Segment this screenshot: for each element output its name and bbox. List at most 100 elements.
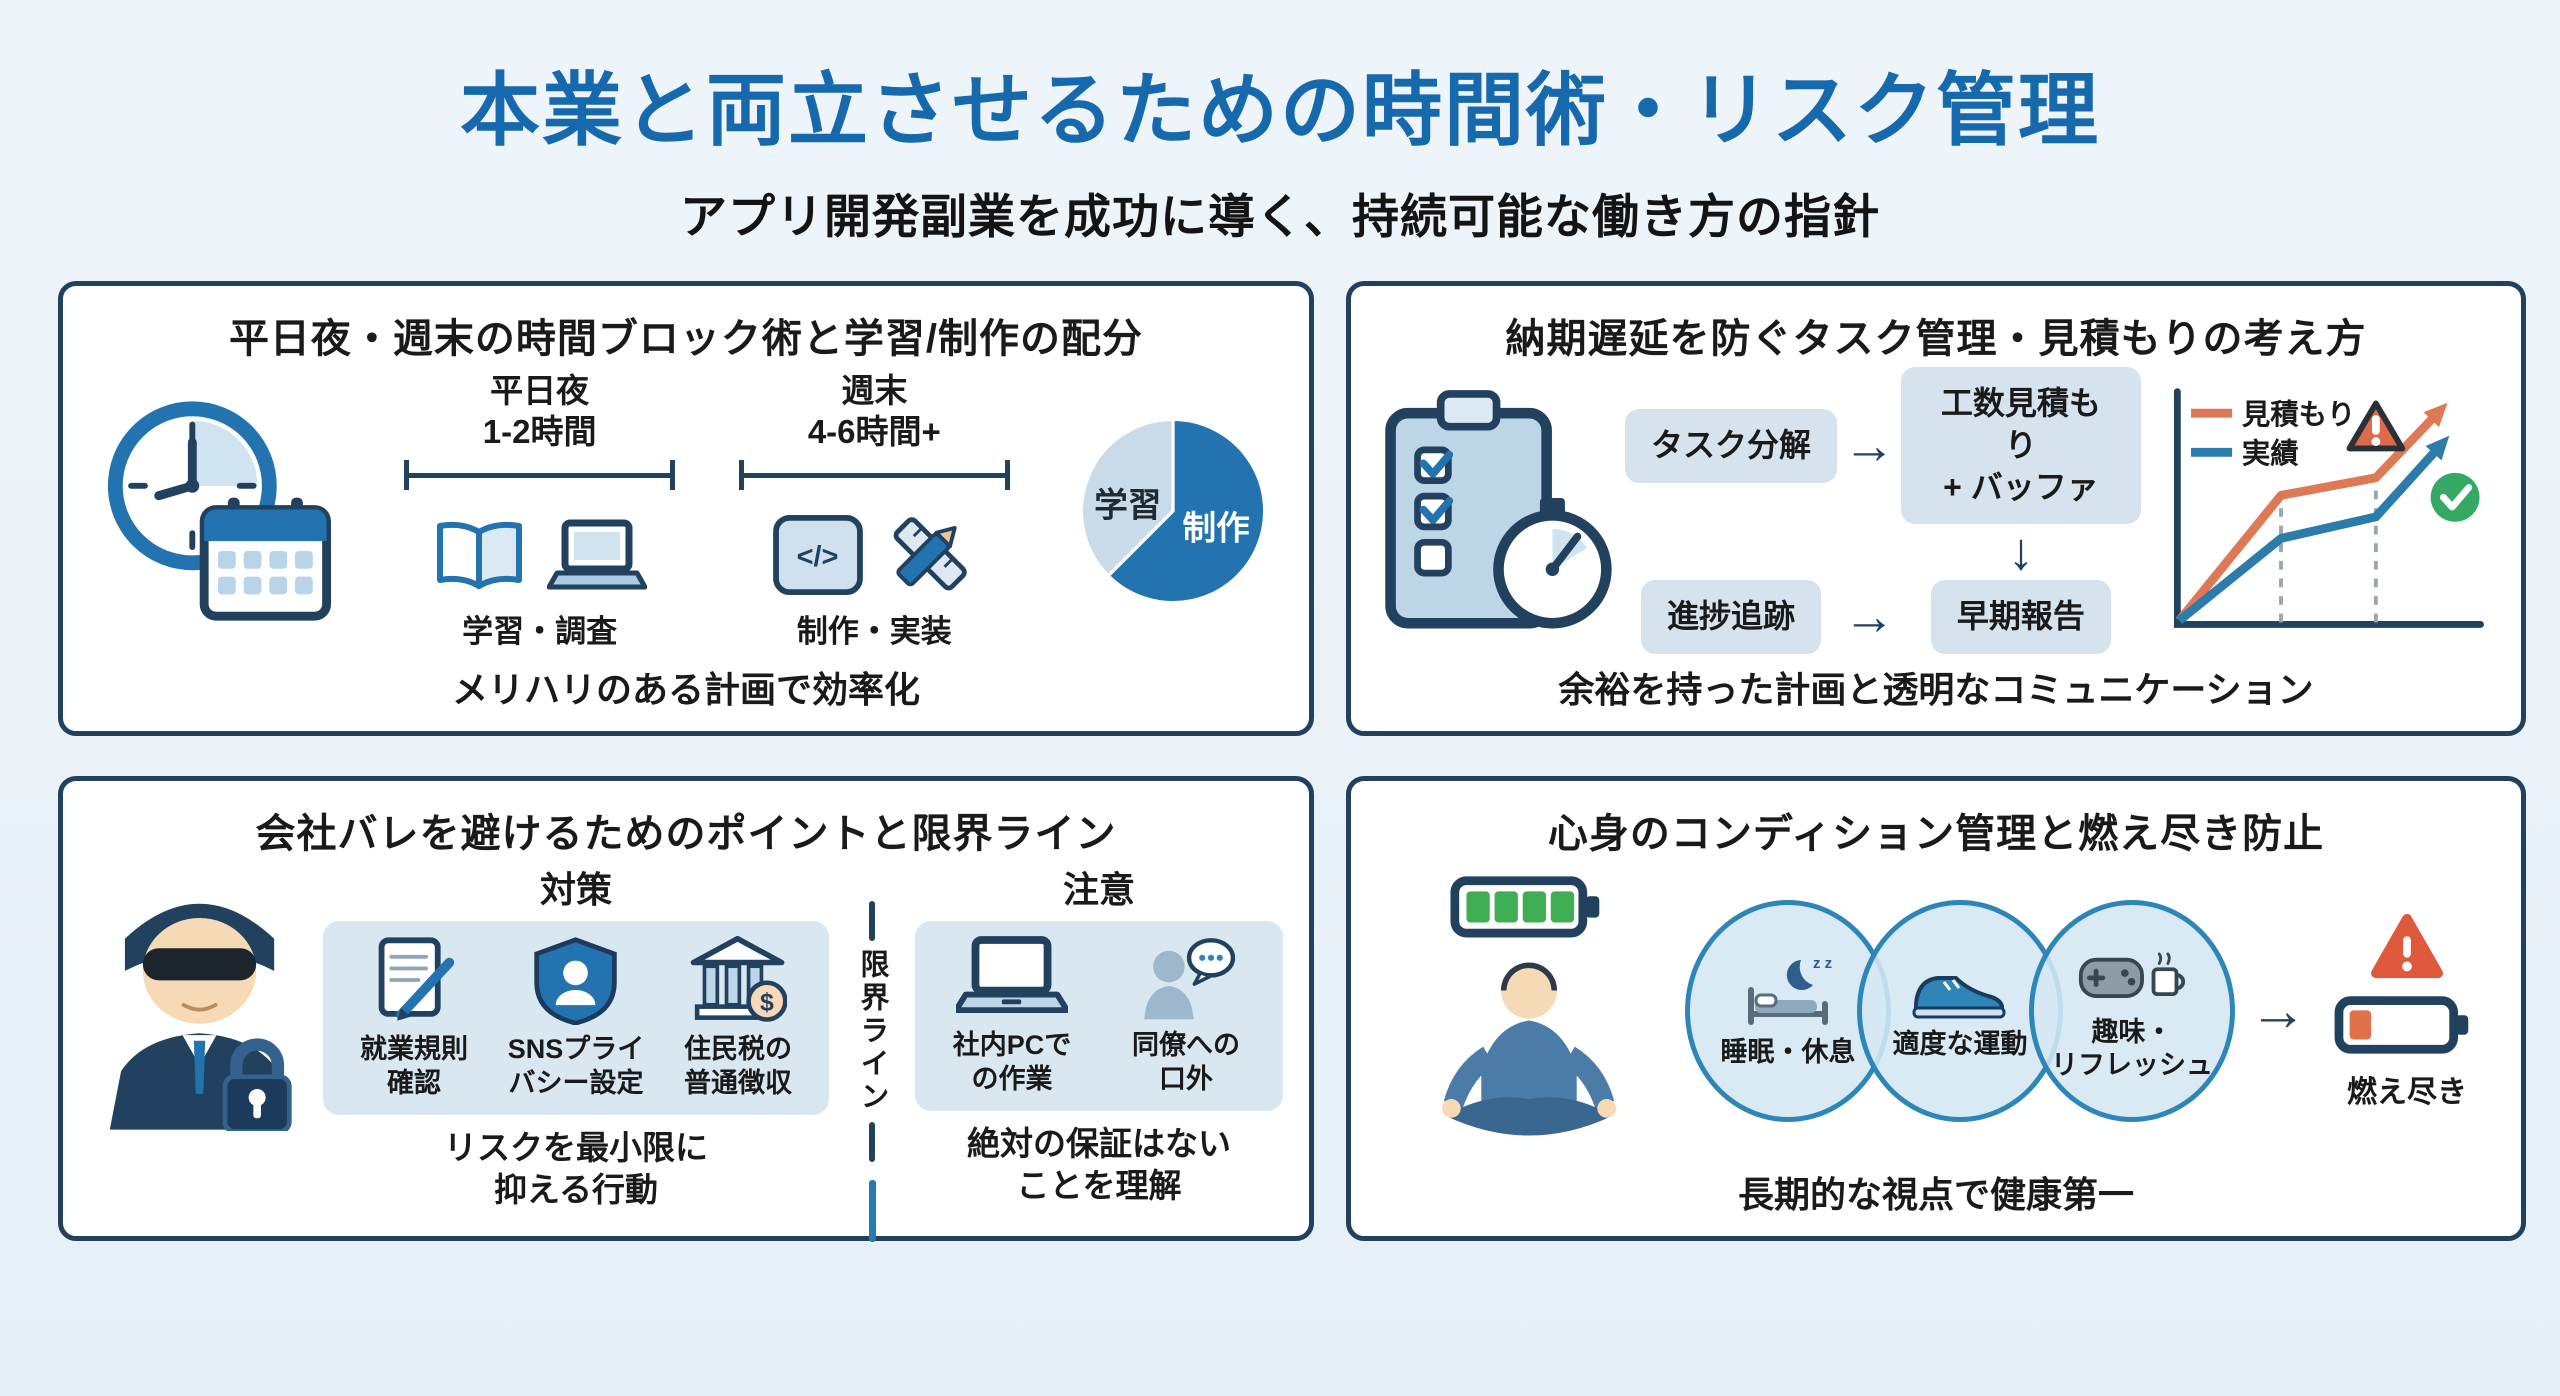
dollar-glyph: $ <box>760 989 774 1016</box>
health-left-figure <box>1379 867 1679 1155</box>
weekend-icons: </> <box>772 504 976 596</box>
measure-item-rules: 就業規則 確認 <box>341 935 487 1101</box>
controller-coffee-icon <box>2078 952 2186 999</box>
weekend-block: 週末 4-6時間+ </> <box>738 370 1010 652</box>
caution-item-coworker: 同僚への 口外 <box>1107 935 1265 1097</box>
flow-box-estimate: 工数見積もり + バッファ <box>1901 367 2141 525</box>
moon-bed-icon: z z <box>1748 955 1832 1026</box>
panel-time-block-title: 平日夜・週末の時間ブロック術と学習/制作の配分 <box>228 317 1144 361</box>
caution-item-pc: 社内PCで の作業 <box>933 935 1091 1097</box>
battery-full-icon <box>1450 875 1600 937</box>
pie-chart: 学習 制作 <box>1079 417 1267 604</box>
clock-calendar-icon <box>107 400 332 621</box>
limit-line-bar-bottom <box>869 1122 875 1162</box>
measures-column: 対策 就業規則 確認 <box>323 861 829 1212</box>
shield-person-icon <box>534 937 617 1025</box>
wellness-circles: z z 睡眠・休息 <box>1685 899 2235 1122</box>
arrow-right-icon: → <box>2249 978 2307 1043</box>
caution-column: 注意 社内PCで の作業 <box>915 861 1283 1208</box>
arrow-right-icon: → <box>1843 587 1896 646</box>
weekend-label: 週末 <box>841 371 908 409</box>
limit-line-divider: 限界ライン <box>841 861 903 1242</box>
page-subtitle: アプリ開発副業を成功に導く、持続可能な働き方の指針 <box>680 190 1880 243</box>
panel-time-block: 平日夜・週末の時間ブロック術と学習/制作の配分 <box>58 281 1314 736</box>
book-icon <box>437 522 523 590</box>
zzz-glyph: z z <box>1813 955 1832 972</box>
sleep-label: 睡眠・休息 <box>1720 1037 1856 1068</box>
caution-header: 注意 <box>1062 869 1135 910</box>
running-shoe-icon <box>1912 976 2006 1019</box>
flow-box-decompose: タスク分解 <box>1625 408 1838 483</box>
arrow-right-icon: → <box>1843 416 1896 475</box>
pencil-ruler-icon <box>893 517 968 591</box>
flow-box-report: 早期報告 <box>1930 580 2111 654</box>
weekend-bracket <box>738 460 1010 491</box>
document-pen-icon <box>378 937 455 1021</box>
panel-task-body: タスク分解 → 工数見積もり + バッファ ↓ 進捗追跡 → 早期報告 <box>1377 364 2495 657</box>
panel-privacy-title: 会社バレを避けるためのポイントと限界ライン <box>255 812 1117 856</box>
arrow-down-icon: ↓ <box>2007 523 2034 582</box>
weekday-hours: 1-2時間 <box>482 413 597 450</box>
laptop-icon <box>547 519 648 590</box>
page-title: 本業と両立させるための時間術・リスク管理 <box>460 66 2100 155</box>
exercise-circle: 適度な運動 <box>1857 899 2063 1122</box>
warning-icon <box>2371 913 2443 978</box>
measures-footer: リスクを最小限に 抑える行動 <box>444 1128 708 1209</box>
measure-item-tax: $ 住民税の 普通徴収 <box>665 935 811 1101</box>
masked-person-icon <box>109 903 292 1131</box>
bank-tax-icon: $ <box>690 935 787 1022</box>
office-laptop-icon <box>956 936 1068 1014</box>
panel-task-management: 納期遅延を防ぐタスク管理・見積もりの考え方 <box>1346 281 2526 736</box>
weekend-caption: 制作・実装 <box>796 614 952 650</box>
panel-privacy-body: 対策 就業規則 確認 <box>89 859 1283 1242</box>
panel-time-block-body: 平日夜 1-2時間 学習・調査 <box>89 364 1283 657</box>
weekday-block: 平日夜 1-2時間 学習・調査 <box>404 370 676 652</box>
panel-time-block-footer: メリハリのある計画で効率化 <box>451 669 920 710</box>
caution-caption: 社内PCで の作業 <box>952 1030 1072 1094</box>
task-flow-diagram: タスク分解 → 工数見積もり + バッファ ↓ 進捗追跡 → 早期報告 <box>1625 367 2141 654</box>
meditating-person-icon <box>1442 961 1616 1136</box>
sleep-circle: z z 睡眠・休息 <box>1685 899 1891 1122</box>
measure-caption: 住民税の 普通徴収 <box>684 1034 792 1098</box>
coworker-speech-icon <box>1144 938 1236 1020</box>
warning-icon <box>2346 399 2406 451</box>
hobby-circle: 趣味・ リフレッシュ <box>2029 899 2235 1122</box>
panel-privacy: 会社バレを避けるためのポイントと限界ライン <box>58 776 1314 1242</box>
flow-box-track: 進捗追跡 <box>1641 580 1822 654</box>
caution-caption: 同僚への 口外 <box>1132 1030 1240 1094</box>
measure-item-sns: SNSプライ バシー設定 <box>503 935 649 1101</box>
legend-estimate: 見積もり <box>2242 398 2355 430</box>
weekday-caption: 学習・調査 <box>462 614 618 650</box>
code-glyph: </> <box>797 541 839 573</box>
padlock-icon <box>222 1038 292 1131</box>
limit-line-bar-top <box>869 901 875 941</box>
measures-header: 対策 <box>539 869 612 910</box>
panel-health: 心身のコンディション管理と燃え尽き防止 <box>1346 776 2526 1241</box>
burnout-stack: 燃え尽き <box>2321 911 2493 1111</box>
measure-caption: 就業規則 確認 <box>360 1034 468 1098</box>
panel-health-title: 心身のコンディション管理と燃え尽き防止 <box>1547 812 2325 856</box>
panel-health-footer: 長期的な視点で健康第一 <box>1737 1174 2134 1215</box>
exercise-label: 適度な運動 <box>1892 1029 2028 1060</box>
hobby-label: 趣味・ リフレッシュ <box>2051 1017 2213 1080</box>
pie-label-study: 学習 <box>1094 485 1161 524</box>
panel-task-footer: 余裕を持った計画と透明なコミュニケーション <box>1558 669 2314 710</box>
code-window-icon: </> <box>773 515 864 596</box>
limit-line-label: 限界ライン <box>856 949 888 1114</box>
measures-box: 就業規則 確認 SNSプライ バシー設定 <box>323 921 829 1115</box>
panels-grid: 平日夜・週末の時間ブロック術と学習/制作の配分 <box>58 281 2526 1242</box>
estimate-vs-actual-chart: 見積もり 実績 <box>2173 387 2484 628</box>
weekend-hours: 4-6時間+ <box>807 413 941 450</box>
pie-label-build: 制作 <box>1182 509 1249 547</box>
burnout-label: 燃え尽き <box>2347 1075 2467 1109</box>
caution-box: 社内PCで の作業 <box>915 921 1283 1111</box>
study-build-pie: 学習 制作 <box>1073 411 1273 611</box>
measure-caption: SNSプライ バシー設定 <box>507 1034 645 1098</box>
weekday-label: 平日夜 <box>490 371 590 409</box>
clipboard-stopwatch-icon <box>1385 389 1612 629</box>
weekday-bracket <box>404 460 676 491</box>
check-icon <box>2430 472 2480 522</box>
weekday-icons <box>432 504 648 596</box>
footer-divider-bar <box>868 1180 876 1242</box>
panel-health-body: z z 睡眠・休息 <box>1377 859 2495 1162</box>
